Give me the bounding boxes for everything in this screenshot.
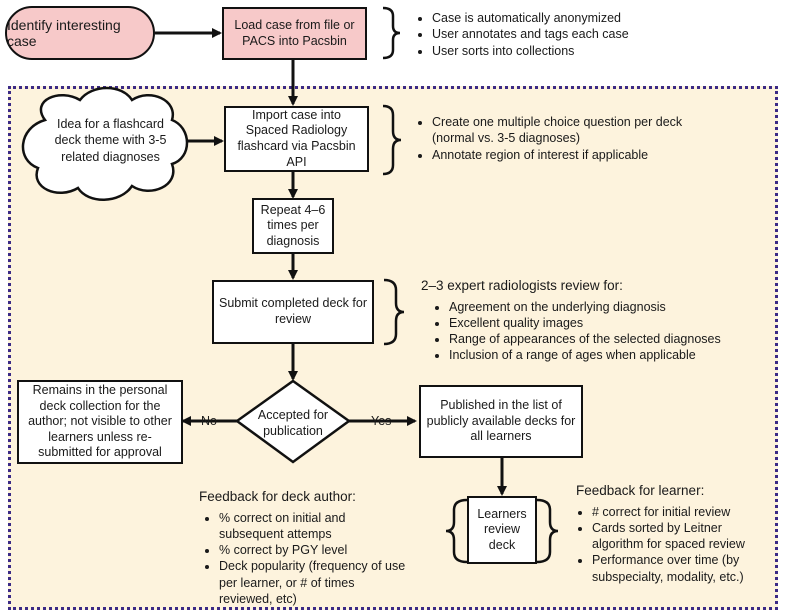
- published-label: Published in the list of publicly availa…: [426, 398, 576, 444]
- author-feedback-item: Deck popularity (frequency of use per le…: [219, 558, 409, 607]
- learners-review-box: Learners review deck: [467, 496, 537, 564]
- load-note-item: User sorts into collections: [432, 43, 696, 59]
- submit-deck-box: Submit completed deck for review: [212, 280, 374, 344]
- author-feedback-heading: Feedback for deck author:: [199, 489, 356, 504]
- import-note-item: Create one multiple choice question per …: [432, 114, 716, 147]
- idea-cloud: [21, 86, 189, 201]
- start-terminal: Identify interesting case: [5, 6, 155, 60]
- decision-diamond: [234, 379, 352, 464]
- review-notes-heading: 2–3 expert radiologists review for:: [421, 278, 623, 293]
- import-case-box: Import case into Spaced Radiology flashc…: [224, 106, 369, 172]
- remain-personal-box: Remains in the personal deck collection …: [17, 380, 183, 464]
- review-note-item: Excellent quality images: [449, 315, 751, 331]
- start-label: Identify interesting case: [7, 17, 121, 49]
- author-feedback-item: % correct by PGY level: [219, 542, 409, 558]
- import-notes: Create one multiple choice question per …: [416, 114, 716, 163]
- review-note-item: Range of appearances of the selected dia…: [449, 331, 751, 347]
- import-case-label: Import case into Spaced Radiology flashc…: [237, 107, 356, 169]
- brace-load: [382, 6, 401, 60]
- load-note-item: Case is automatically anonymized: [432, 10, 696, 26]
- submit-deck-label: Submit completed deck for review: [219, 296, 367, 326]
- load-notes: Case is automatically anonymized User an…: [416, 10, 696, 59]
- brace-learners-left: [445, 498, 468, 564]
- remain-personal-label: Remains in the personal deck collection …: [28, 382, 172, 460]
- learners-review-label: Learners review deck: [477, 506, 527, 552]
- review-note-item: Agreement on the underlying diagnosis: [449, 299, 751, 315]
- review-notes: 2–3 expert radiologists review for: Agre…: [421, 277, 751, 364]
- learner-feedback: Feedback for learner: # correct for init…: [576, 482, 766, 585]
- load-note-item: User annotates and tags each case: [432, 26, 696, 42]
- learner-feedback-item: Cards sorted by Leitner algorithm for sp…: [592, 520, 766, 553]
- load-case-box: Load case from file or PACS into Pacsbin: [222, 7, 367, 60]
- brace-review: [383, 278, 405, 346]
- brace-import: [382, 104, 402, 176]
- decision-yes-label: Yes: [371, 414, 392, 428]
- decision-no-label: No: [201, 414, 217, 428]
- idea-cloud-label: Idea for a flashcard deck theme with 3-5…: [54, 117, 167, 164]
- learner-feedback-heading: Feedback for learner:: [576, 483, 705, 498]
- repeat-box: Repeat 4–6 times per diagnosis: [252, 198, 334, 254]
- decision-label: Accepted for publication: [257, 408, 329, 438]
- review-note-item: Inclusion of a range of ages when applic…: [449, 347, 751, 363]
- published-box: Published in the list of publicly availa…: [419, 385, 583, 458]
- import-note-item: Annotate region of interest if applicabl…: [432, 147, 716, 163]
- learner-feedback-item: # correct for initial review: [592, 504, 766, 520]
- repeat-label: Repeat 4–6 times per diagnosis: [260, 202, 326, 248]
- load-case-label: Load case from file or PACS into Pacsbin: [234, 17, 355, 48]
- author-feedback: Feedback for deck author: % correct on i…: [199, 488, 409, 607]
- brace-learners-right: [536, 498, 559, 564]
- author-feedback-item: % correct on initial and subsequent atte…: [219, 510, 409, 543]
- learner-feedback-item: Performance over time (by subspecialty, …: [592, 552, 766, 585]
